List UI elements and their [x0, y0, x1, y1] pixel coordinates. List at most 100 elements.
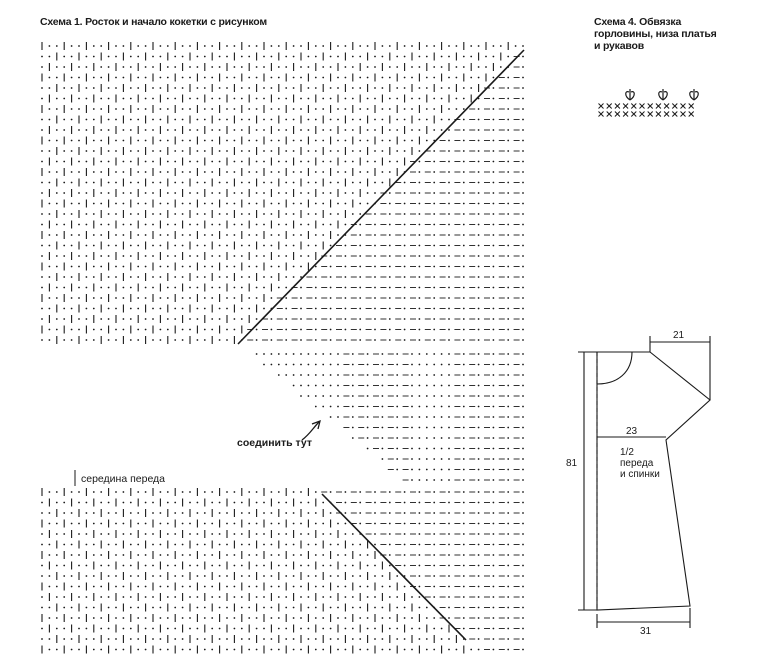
chain-dot [129, 575, 132, 577]
chain-dot [78, 223, 80, 226]
chain-dot [418, 223, 421, 226]
chain-dot [507, 318, 510, 320]
chain-dot [48, 339, 51, 341]
chain-dot [70, 543, 73, 546]
chain-dot [189, 97, 191, 100]
chain-dot [63, 596, 66, 598]
chain-dot [314, 318, 317, 320]
chain-dot [270, 244, 273, 247]
chain-dot [329, 286, 332, 289]
chain-dot [396, 447, 399, 450]
chain-dot [418, 606, 421, 609]
chain-dot [240, 55, 243, 58]
chain-dot [85, 150, 88, 152]
chain-dot [448, 575, 450, 577]
chain-dot [122, 108, 125, 110]
chain-dot [329, 276, 332, 278]
chain-dot [137, 512, 140, 514]
chain-dot [196, 255, 199, 257]
chain-dot [411, 66, 413, 68]
chain-dot [122, 585, 125, 588]
chain-dot [270, 554, 273, 556]
chain-dot [462, 244, 465, 247]
chain-dot [433, 76, 436, 79]
chain-dot [492, 575, 495, 577]
chain-dot [159, 297, 162, 299]
chain-dot [233, 129, 236, 131]
chain-dot [159, 328, 162, 331]
chain-dot [433, 265, 436, 268]
chain-dot [433, 297, 436, 299]
chain-dot [448, 192, 450, 194]
chain-dot [470, 76, 473, 79]
chain-dot [248, 87, 251, 89]
chain-dot [285, 213, 288, 215]
chain-dot [322, 554, 325, 556]
chain-dot [85, 339, 88, 341]
chain-dot [477, 617, 480, 619]
chain-dot [263, 501, 265, 504]
chain-dot [374, 491, 376, 493]
chain-dot [433, 501, 436, 504]
chain-dot [41, 181, 43, 184]
chain-dot [381, 353, 384, 355]
chain-dot [366, 416, 369, 418]
chain-dot [129, 638, 132, 640]
chain-dot [418, 118, 421, 121]
chain-dot [448, 55, 450, 58]
chain-dot [189, 522, 191, 525]
chain-dot [314, 87, 317, 89]
chain-dot [144, 202, 147, 205]
chain-dot [351, 363, 354, 366]
chain-dot [418, 192, 421, 194]
chain-dot [196, 150, 199, 152]
chain-dot [85, 276, 88, 278]
chain-dot [181, 491, 184, 493]
piece-label-line-1: 1/2 [620, 447, 634, 458]
chain-dot [329, 512, 332, 514]
chain-dot [85, 575, 88, 577]
chain-dot [507, 108, 510, 110]
chain-dot [181, 648, 184, 651]
chain-dot [144, 265, 147, 268]
chain-dot [122, 234, 125, 236]
single-crochet-mark [598, 103, 604, 109]
chain-dot [477, 328, 480, 331]
chain-dot [152, 129, 154, 131]
chain-dot [166, 45, 169, 47]
chain-dot [107, 575, 110, 577]
chain-dot [522, 479, 524, 481]
chain-dot [63, 192, 66, 194]
chain-dot [270, 45, 273, 47]
chain-dot [63, 97, 66, 100]
single-crochet-mark [671, 111, 678, 117]
chain-dot [218, 606, 221, 609]
chain-dot [374, 150, 376, 152]
chain-dot [462, 512, 465, 514]
chain-dot [211, 160, 214, 163]
chain-dot [462, 405, 465, 408]
chain-dot [344, 129, 347, 131]
chain-dot [388, 543, 391, 546]
chain-dot [462, 139, 465, 142]
chain-dot [203, 512, 206, 514]
chain-dot [388, 286, 391, 289]
chain-dot [85, 55, 88, 58]
chain-dot [344, 501, 347, 504]
chain-dot [322, 234, 325, 236]
chain-dot [492, 491, 495, 493]
chain-dot [366, 66, 369, 68]
chain-dot [433, 648, 436, 651]
chain-dot [211, 564, 214, 567]
chain-dot [277, 160, 280, 163]
chain-dot [455, 66, 458, 68]
chain-dot [166, 328, 169, 331]
chain-dot [433, 395, 436, 397]
chain-dot [329, 223, 332, 226]
chain-dot [425, 395, 428, 397]
chain-dot [292, 45, 295, 47]
chain-dot [203, 648, 206, 651]
chain-dot [359, 307, 362, 310]
chain-dot [448, 265, 450, 268]
chain-dot [115, 522, 117, 525]
